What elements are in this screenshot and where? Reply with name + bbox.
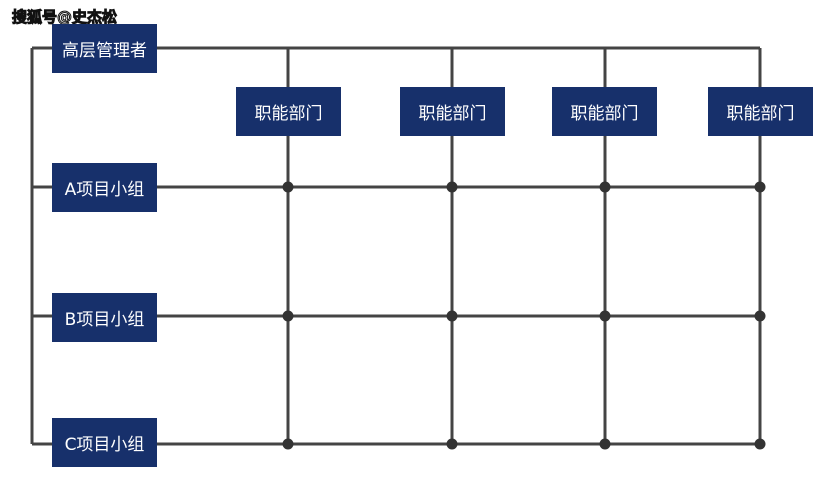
intersection-nodes (282, 181, 766, 450)
node-b-1 (282, 310, 294, 322)
project-group-box-c: C项目小组 (52, 418, 157, 467)
watermark-text: 搜狐号@史杰松 (11, 8, 118, 27)
node-c-4 (754, 438, 766, 450)
node-a-3 (599, 181, 611, 193)
node-b-3 (599, 310, 611, 322)
department-box-4: 职能部门 (708, 87, 813, 136)
node-a-4 (754, 181, 766, 193)
department-box-1: 职能部门 (236, 87, 341, 136)
department-box-2: 职能部门 (400, 87, 505, 136)
project-group-box-a: A项目小组 (52, 163, 157, 212)
node-a-1 (282, 181, 294, 193)
node-a-2 (446, 181, 458, 193)
top-manager-box: 高层管理者 (52, 24, 157, 73)
node-b-4 (754, 310, 766, 322)
node-c-3 (599, 438, 611, 450)
project-group-box-b: B项目小组 (52, 293, 157, 342)
node-c-2 (446, 438, 458, 450)
node-b-2 (446, 310, 458, 322)
department-box-3: 职能部门 (552, 87, 657, 136)
node-c-1 (282, 438, 294, 450)
